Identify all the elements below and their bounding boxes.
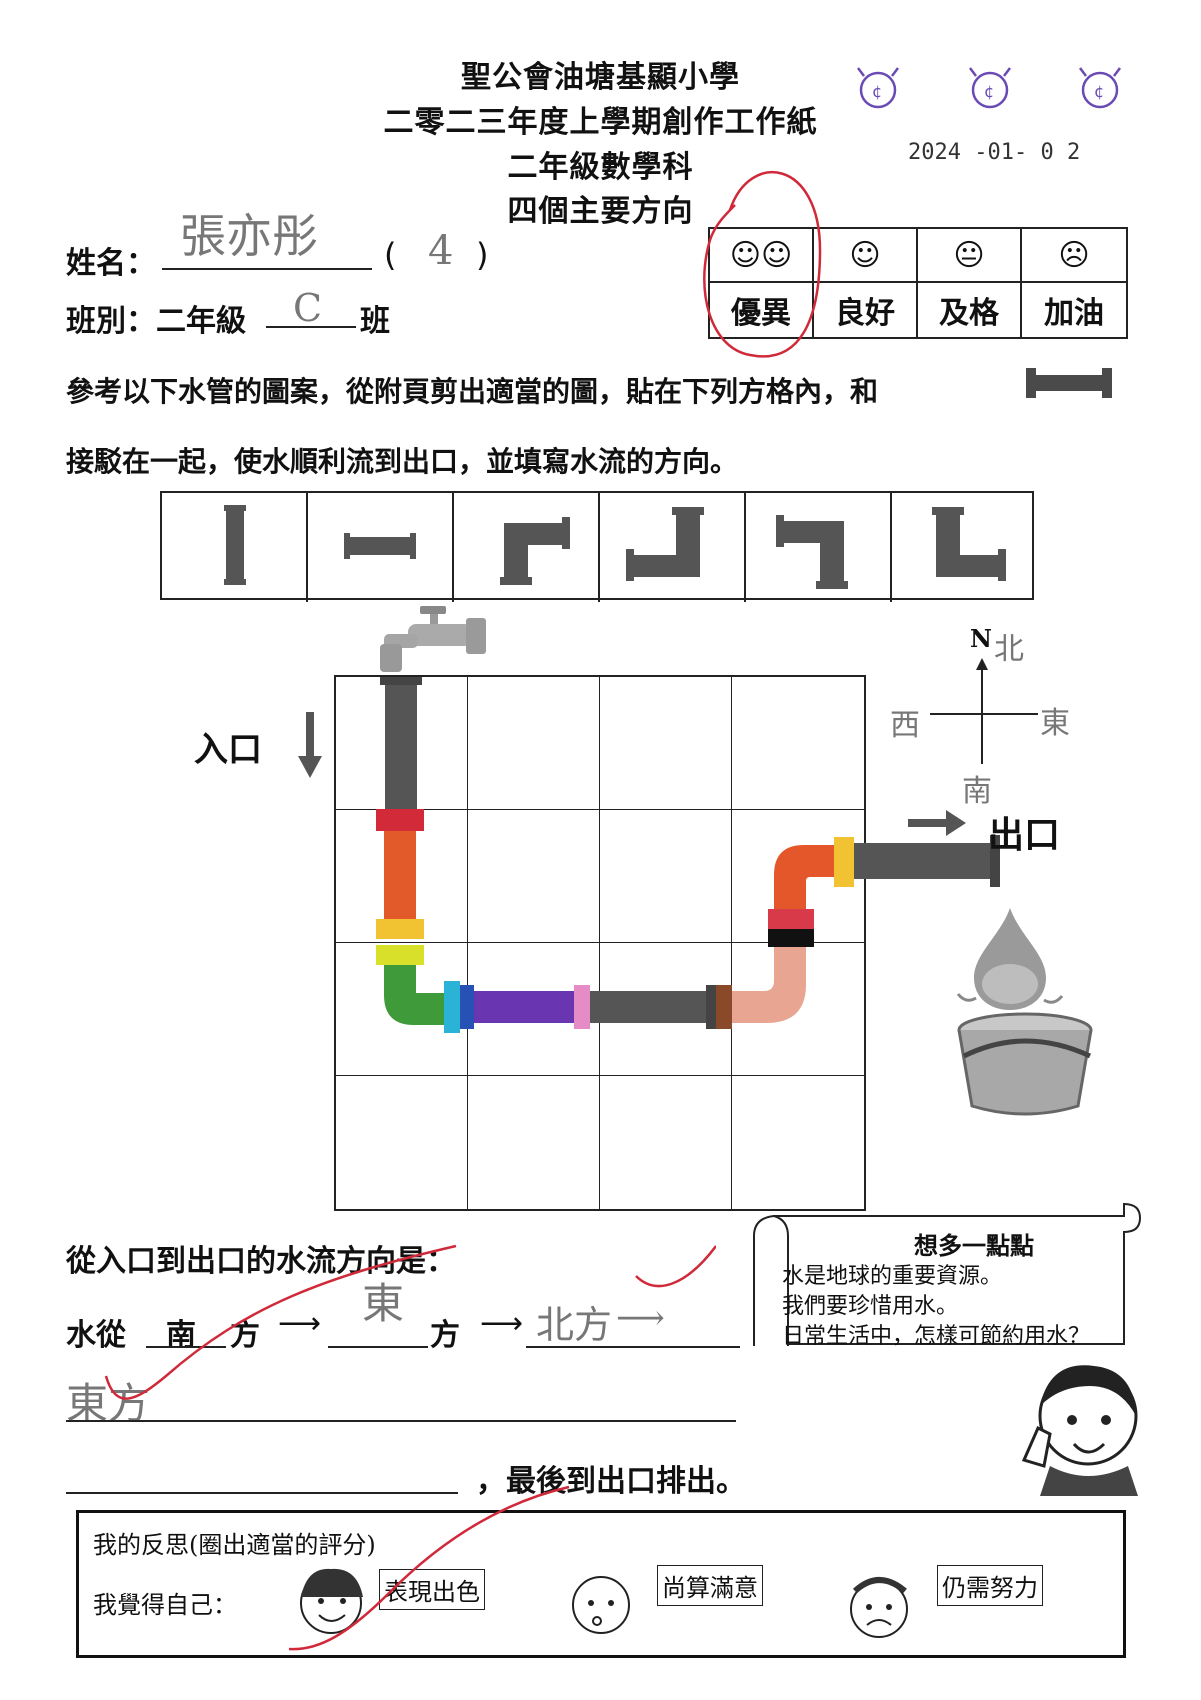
answer-2: 東	[362, 1279, 405, 1328]
face-excellent-icon: ☺☺	[710, 229, 814, 283]
compass-east: 東	[1040, 706, 1070, 741]
arrow-1-icon: ⟶	[278, 1306, 322, 1341]
rating-excellent: 優異	[710, 283, 814, 337]
arrow-2-icon: ⟶	[480, 1306, 524, 1341]
pig-stamp-icon: ¢	[857, 67, 899, 109]
entry-label: 入口	[194, 730, 262, 770]
answer-4: 東方	[66, 1379, 151, 1428]
boy-cartoon-icon	[1021, 1365, 1138, 1496]
rating-try: 加油	[1044, 296, 1104, 331]
pig-stamp-icon: ¢	[1079, 67, 1121, 109]
school-name: 聖公會油塘基顯小學	[461, 60, 740, 95]
svg-text:¢: ¢	[872, 82, 882, 101]
paren-close: )	[476, 236, 489, 274]
happy-face-icon	[300, 1568, 363, 1634]
compass-n-letter: N	[970, 624, 992, 653]
check-mark-icon	[104, 1244, 716, 1400]
piece-vertical	[162, 493, 308, 602]
pipe-grid	[334, 675, 866, 1211]
direction-word-2: 方	[430, 1318, 460, 1353]
handwritten-arrow-icon: ⟶	[616, 1298, 665, 1338]
down-arrow-icon	[298, 712, 322, 778]
face-pass-icon: 😐	[918, 229, 1022, 283]
think-more-title: 想多一點點	[914, 1232, 1034, 1260]
grade-circle-mark	[703, 170, 822, 358]
reflection-check-mark-icon	[289, 1485, 570, 1651]
face-good-icon: ☺	[814, 229, 918, 283]
pig-stamps: ¢ ¢ ¢	[857, 67, 1121, 109]
svg-text:¢: ¢	[1094, 82, 1104, 101]
name-label: 姓名：	[66, 246, 156, 281]
option-need-effort: 仍需努力	[937, 1565, 1043, 1606]
exit-label: 出口	[988, 815, 1061, 856]
subject: 二年級數學科	[507, 150, 694, 185]
piece-elbow-north-east	[892, 493, 1036, 602]
piece-elbow-south-west	[746, 493, 892, 602]
pipe-path-drawing	[376, 677, 1000, 1033]
option-satisfied: 尚算滿意	[657, 1565, 763, 1606]
class-suffix: 班	[360, 304, 390, 339]
compass-cross-icon	[930, 658, 1038, 764]
svg-text:¢: ¢	[984, 82, 994, 101]
rating-pass: 及格	[918, 283, 1022, 337]
pig-stamp-icon: ¢	[969, 67, 1011, 109]
worksheet-term: 二零二三年度上學期創作工作紙	[383, 105, 818, 140]
piece-elbow-south-east	[454, 493, 600, 602]
compass-north: 北	[994, 632, 1024, 667]
reflection-title: 我的反思(圈出適當的評分)	[93, 1531, 376, 1559]
answer-3: 北方	[536, 1303, 613, 1347]
scroll-icon	[753, 1202, 1142, 1346]
instruction-line-1: 參考以下水管的圖案，從附頁剪出適當的圖，貼在下列方格內，和	[66, 375, 879, 408]
think-more-line-2: 我們要珍惜用水。	[782, 1294, 959, 1319]
date-stamp: 2024 -01- 0 2	[908, 140, 1081, 165]
water-from-label: 水從	[66, 1318, 126, 1353]
compass-south: 南	[962, 774, 992, 809]
water-bucket-icon	[956, 908, 1093, 1116]
reflection-box: 我的反思(圈出適當的評分) 我覺得自己： 表現出色 尚算滿意 仍需努力	[76, 1485, 1126, 1658]
faucet-icon	[380, 606, 486, 672]
piece-elbow-north-west	[600, 493, 746, 602]
pipe-straight-icon	[1026, 368, 1112, 398]
class-number: 4	[428, 228, 454, 274]
instruction-line-2: 接駁在一起，使水順利流到出口，並填寫水流的方向。	[66, 445, 739, 478]
face-try-icon: ☹	[1022, 229, 1126, 283]
worried-face-icon	[850, 1577, 908, 1638]
think-more-line-1: 水是地球的重要資源。	[782, 1264, 1003, 1289]
pipe-piece-reference-row	[160, 491, 1036, 602]
think-more-line-3: 日常生活中，怎樣可節約用水？	[782, 1324, 1091, 1349]
topic-title: 四個主要方向	[507, 194, 694, 229]
rating-good: 良好	[814, 283, 918, 337]
name-value: 張亦彤	[180, 209, 318, 263]
class-value: C	[293, 286, 323, 330]
think-more-scroll: 想多一點點 水是地球的重要資源。 我們要珍惜用水。 日常生活中，怎樣可節約用水？	[744, 1196, 1144, 1349]
piece-horizontal	[308, 493, 454, 602]
direction-word-1: 方	[230, 1318, 260, 1353]
compass-west: 西	[890, 708, 920, 743]
paren-open: (	[384, 236, 397, 274]
right-arrow-icon	[908, 810, 966, 836]
neutral-face-icon	[572, 1576, 630, 1634]
ending-text: ，最後到出口排出。	[476, 1464, 746, 1499]
rating-table: ☺☺ ☺ 😐 ☹ 優異 良好 及格 加油	[708, 227, 1128, 339]
class-label: 班別：二年級	[66, 304, 246, 339]
reflection-prefix: 我覺得自己：	[93, 1591, 237, 1619]
